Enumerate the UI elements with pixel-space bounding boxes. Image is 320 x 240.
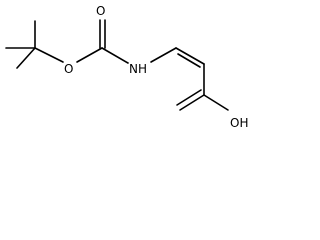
chemical-structure: O O NH OH (5, 4, 248, 130)
hydroxyl-label: OH (230, 116, 248, 130)
carbamate-group (76, 19, 129, 64)
bond-acid-double-1 (179, 94, 205, 111)
ester-oxygen-atom: O (64, 62, 73, 76)
bond-oxygen-to-carbonyl (76, 47, 103, 63)
amine-label: NH (129, 62, 147, 76)
bond-acid-to-hydroxyl (203, 94, 229, 111)
bond-tbu-bottom (16, 47, 36, 69)
vinyl-chain (150, 47, 205, 96)
bond-vinyl-double-2 (177, 53, 201, 68)
hydroxyl-atom: OH (230, 116, 248, 130)
bond-carbonyl-to-nitrogen (101, 47, 129, 64)
tert-butyl-group (5, 20, 64, 69)
ester-oxygen-label: O (64, 62, 73, 76)
bond-nitrogen-to-vinyl (150, 47, 177, 63)
bond-tbu-to-oxygen (34, 47, 64, 63)
carbonyl-oxygen-label: O (96, 4, 105, 18)
bond-vinyl-double-1 (175, 47, 205, 65)
amine-atom: NH (129, 62, 147, 76)
bond-acid-double-2 (176, 89, 202, 106)
carbonyl-oxygen-atom: O (96, 4, 105, 18)
carboxylic-acid-group (176, 89, 229, 111)
